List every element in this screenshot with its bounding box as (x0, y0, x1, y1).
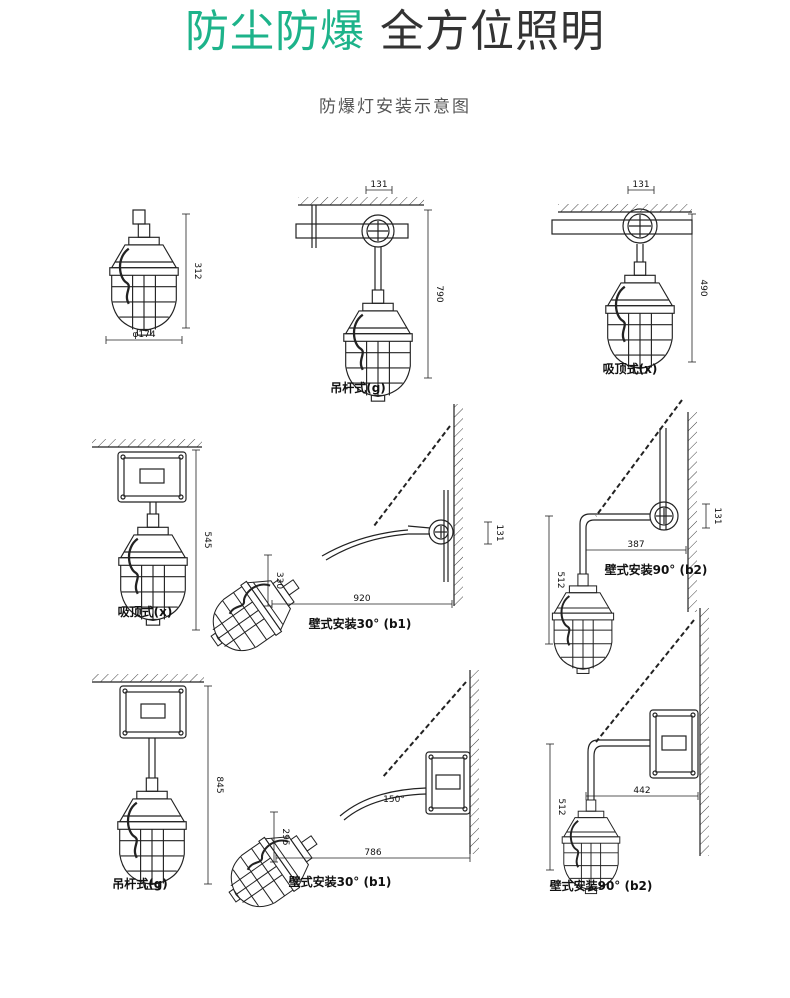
dimension-label: 131 (712, 507, 722, 524)
junction-box (649, 501, 679, 531)
ceiling-hatch (298, 197, 424, 205)
dimension-label: 330 (274, 572, 284, 589)
dimension-label: 131 (370, 180, 387, 190)
dimension-label: 786 (364, 848, 381, 858)
explosion-proof-lamp (343, 289, 413, 402)
diagram-label: 吊杆式(g) (112, 876, 168, 891)
dimension-label: 131 (632, 180, 649, 190)
page-subtitle: 防爆灯安装示意图 (319, 97, 471, 117)
dimension-label: 790 (434, 285, 444, 302)
dimension-label: 512 (555, 571, 565, 588)
angle-label: 150° (383, 795, 405, 805)
diagram-label: 吸顶式(x) (603, 361, 658, 376)
safety-chain (373, 425, 451, 527)
junction-box (425, 751, 471, 815)
junction-box (117, 451, 187, 503)
diagram-label: 壁式安装30° (b1) (309, 616, 412, 631)
dimension-label: 545 (202, 531, 212, 548)
page-title: 防尘防爆 全方位照明 (0, 2, 790, 62)
diagram-label: 壁式安装30° (b1) (289, 874, 392, 889)
dimension-label: 920 (353, 594, 370, 604)
safety-chain (595, 399, 683, 517)
arm-tube (339, 787, 427, 817)
arm-tube (321, 529, 409, 557)
dimension-label: 442 (633, 786, 650, 796)
dimension-label: 490 (698, 279, 708, 296)
junction-box (622, 208, 658, 244)
wall-hatch (688, 412, 697, 612)
dimension-label: 312 (192, 262, 202, 279)
junction-box (649, 709, 699, 779)
wall-hatch (454, 404, 463, 606)
diagram-label: 吸顶式(x) (118, 604, 173, 619)
explosion-proof-lamp (561, 799, 621, 895)
mounting-bar (295, 223, 409, 239)
safety-chain (381, 681, 467, 779)
dimension-label: φ174 (132, 330, 155, 340)
explosion-proof-lamp (551, 573, 615, 674)
dimension-label: 387 (627, 540, 644, 550)
diagram-label: 吊杆式(g) (330, 380, 386, 395)
explosion-proof-lamp (117, 777, 187, 890)
wall-hatch (700, 608, 709, 856)
explosion-proof-lamp (605, 261, 675, 374)
page-header: 防尘防爆 全方位照明 (0, 0, 790, 70)
title-accent: 防尘防爆 (185, 6, 365, 57)
mounting-bar (551, 219, 693, 235)
title-rest: 全方位照明 (380, 6, 605, 57)
diagram-label: 壁式安装90° (b2) (550, 878, 653, 893)
explosion-proof-lamp (228, 834, 318, 908)
ceiling-hatch (558, 204, 692, 212)
dimension-label: 512 (556, 798, 566, 815)
safety-chain (595, 619, 695, 743)
ceiling-hatch (92, 674, 204, 682)
dimension-label: 131 (494, 524, 504, 541)
junction-box (119, 685, 187, 739)
junction-box (361, 214, 395, 248)
ceiling-hatch (92, 439, 202, 447)
dimension-label: 295 (280, 828, 290, 845)
diagram-label: 壁式安装90° (b2) (605, 562, 708, 577)
arm-tube (579, 513, 650, 574)
junction-box (428, 519, 454, 545)
explosion-proof-lamp (109, 223, 179, 336)
explosion-proof-lamp (118, 513, 188, 626)
wall-hatch (470, 670, 479, 854)
dimension-label: 845 (214, 776, 224, 793)
explosion-proof-lamp (210, 578, 300, 652)
